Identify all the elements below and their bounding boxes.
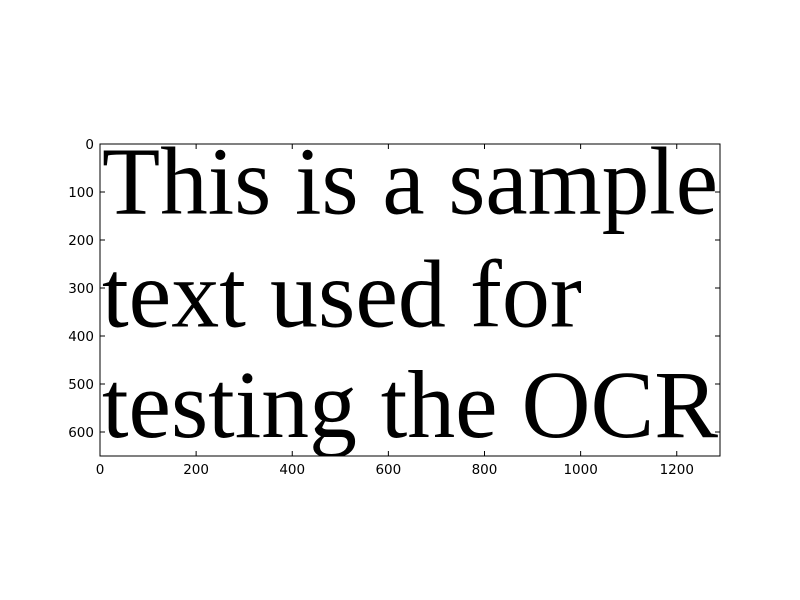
x-tick-label: 200 (183, 462, 209, 478)
image-text-line: text used for (102, 240, 582, 347)
x-tick-label: 400 (279, 462, 305, 478)
x-tick-label: 600 (375, 462, 401, 478)
x-tick-label: 1000 (563, 462, 597, 478)
image-background (100, 144, 720, 456)
x-axis: 0 200 400 600 800 1000 1200 (96, 144, 694, 478)
y-tick-label: 400 (68, 329, 94, 345)
image-text-line: testing the OCR (102, 351, 718, 458)
image-text-line: This is a sample (102, 128, 718, 235)
y-tick-label: 100 (68, 185, 94, 201)
y-axis: 0 100 200 300 400 500 600 (68, 137, 720, 441)
y-tick-label: 600 (68, 425, 94, 441)
y-tick-label: 200 (68, 233, 94, 249)
y-tick-label: 0 (85, 137, 94, 153)
x-tick-label: 800 (472, 462, 498, 478)
y-tick-label: 500 (68, 377, 94, 393)
x-tick-label: 0 (96, 462, 105, 478)
y-tick-label: 300 (68, 281, 94, 297)
x-tick-label: 1200 (660, 462, 694, 478)
axes-frame (99, 143, 721, 457)
